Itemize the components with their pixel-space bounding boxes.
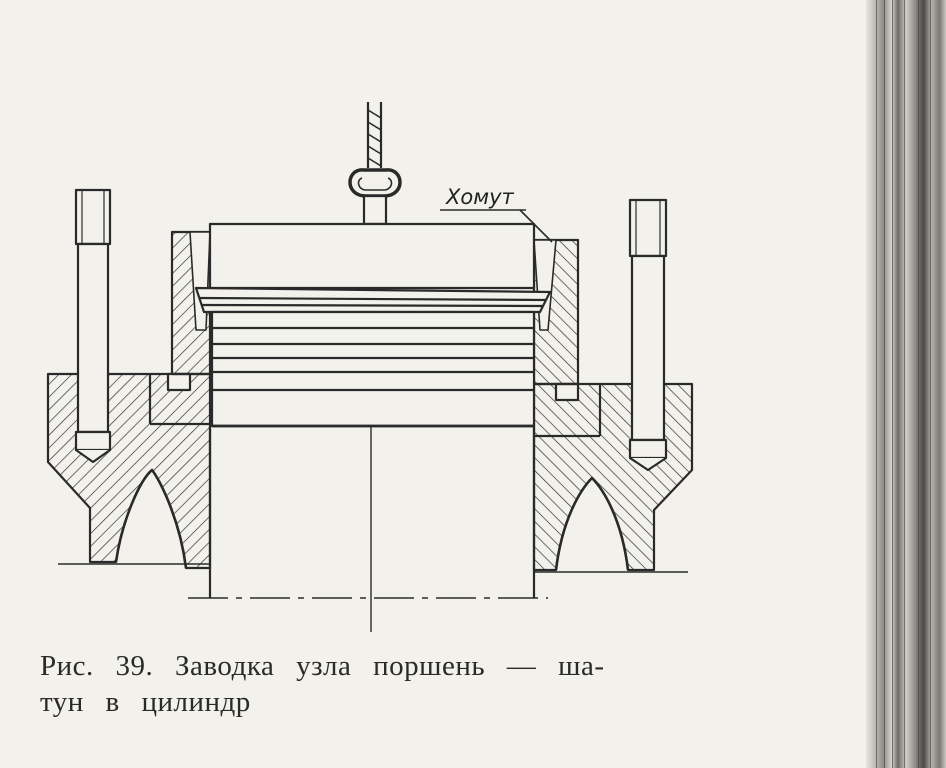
book-spine-edge	[866, 0, 946, 768]
clamp-leader-line	[519, 209, 553, 243]
caption-line-2: тун в цилиндр	[40, 686, 251, 718]
lifting-rope	[366, 102, 383, 168]
right-stud	[628, 198, 668, 472]
cylinder-liner	[188, 426, 548, 599]
right-cylinder-flange	[532, 382, 694, 572]
piston	[194, 222, 552, 428]
lifting-eye	[348, 168, 402, 226]
figure-caption: Рис. 39. Заводка узла поршень — ша- тун …	[40, 648, 760, 720]
left-stud	[74, 188, 112, 464]
left-cylinder-flange	[46, 372, 212, 570]
clamp-label: Хомут	[445, 185, 515, 209]
caption-line-1: Рис. 39. Заводка узла поршень — ша-	[40, 650, 605, 682]
